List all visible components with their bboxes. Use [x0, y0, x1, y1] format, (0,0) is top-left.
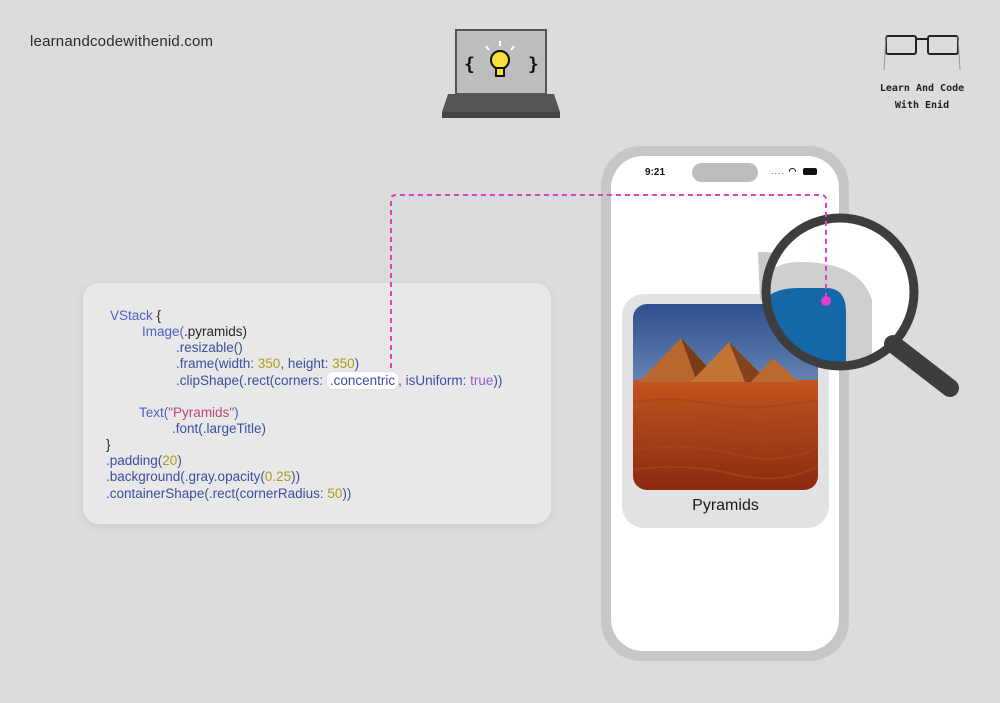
image-card: Pyramids — [622, 294, 829, 528]
code-line-6: Text("Pyramids") — [139, 405, 239, 420]
code-line-7: .font(.largeTitle) — [172, 421, 267, 436]
brand-block: Learn And Code With Enid — [872, 30, 972, 114]
code-line-4: .frame(width: 350, height: 350) — [176, 356, 360, 371]
concentric-highlight: .concentric — [326, 372, 399, 389]
brand-line-2: With Enid — [894, 100, 950, 111]
brand-line-1: Learn And Code — [879, 83, 965, 94]
phone-frame: 9:21 .... ◠ — [601, 146, 849, 661]
phone-screen: 9:21 .... ◠ — [611, 156, 839, 651]
site-url[interactable]: learnandcodewithenid.com — [30, 33, 214, 50]
code-line-9: .padding(20) — [106, 453, 182, 468]
status-icons: .... ◠ — [771, 166, 817, 177]
wifi-icon: ◠ — [788, 166, 798, 176]
code-line-8: } — [106, 437, 111, 452]
lightbulb-icon — [485, 41, 515, 77]
code-line-5: .clipShape(.rect(corners: .concentric, i… — [176, 372, 503, 389]
pyramids-image — [633, 304, 818, 490]
pyramids-caption: Pyramids — [692, 497, 759, 514]
code-line-2: Image(.pyramids) — [142, 324, 248, 339]
left-brace-glyph: { — [464, 54, 475, 75]
code-line-11: .containerShape(.rect(cornerRadius: 50)) — [106, 486, 352, 501]
status-time: 9:21 — [645, 167, 666, 178]
code-line-3: .resizable() — [176, 340, 243, 355]
code-line-10: .background(.gray.opacity(0.25)) — [106, 469, 301, 484]
glasses-icon — [883, 35, 961, 71]
right-brace-glyph: } — [528, 54, 539, 75]
battery-icon — [802, 168, 817, 176]
laptop-lightbulb-logo: { } — [442, 29, 560, 118]
dynamic-island — [692, 163, 758, 182]
code-line-1: VStack { — [110, 308, 162, 323]
signal-icon: .... — [771, 166, 786, 176]
code-card: VStack { Image(.pyramids) .resizable() .… — [83, 283, 551, 524]
